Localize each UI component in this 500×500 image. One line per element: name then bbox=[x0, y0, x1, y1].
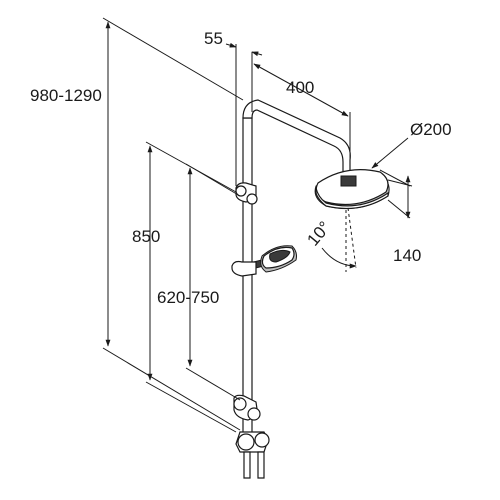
holder-height-label: 850 bbox=[132, 227, 160, 246]
dimension-handshower-range bbox=[185, 163, 241, 401]
shower-arm bbox=[242, 99, 351, 177]
overhead-shower bbox=[314, 169, 390, 210]
arm-length-label: 400 bbox=[286, 78, 314, 97]
rail-offset-label: 55 bbox=[204, 29, 223, 48]
wall-bracket-top bbox=[235, 182, 258, 205]
dimension-arm-length bbox=[251, 60, 351, 160]
angle-indicator bbox=[321, 207, 357, 272]
head-height-label: 140 bbox=[393, 246, 421, 265]
dimension-head-diameter bbox=[371, 137, 411, 187]
head-angle-label: 10° bbox=[303, 218, 334, 250]
riser-rail bbox=[242, 117, 253, 441]
handshower-range-label: 620-750 bbox=[157, 288, 219, 307]
dimension-head-height bbox=[387, 175, 413, 219]
head-diameter-label: Ø200 bbox=[410, 120, 452, 139]
hand-shower bbox=[231, 245, 297, 277]
dimension-total-height bbox=[102, 17, 244, 431]
total-height-label: 980-1290 bbox=[30, 86, 102, 105]
wall-bracket-bottom bbox=[233, 394, 261, 421]
diverter bbox=[235, 431, 270, 479]
